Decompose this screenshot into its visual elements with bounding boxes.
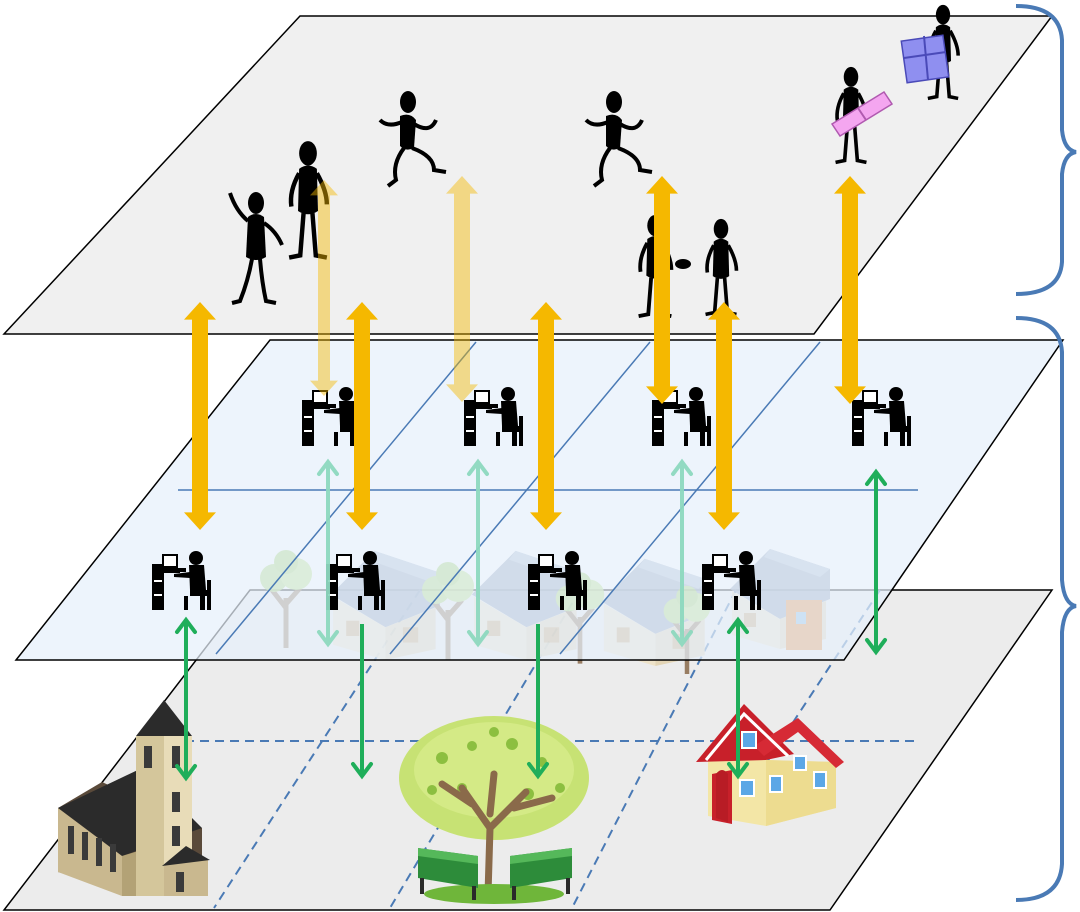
social-cyber-arrow — [834, 176, 866, 404]
cyber-physical-arrow — [527, 624, 549, 780]
bench-left-icon — [418, 848, 478, 900]
cyber-cyber-arrow — [467, 458, 489, 648]
social-plane — [2, 15, 1054, 335]
bench-right-icon — [510, 848, 572, 900]
person-carrying-gift-icon — [830, 66, 894, 165]
people-handshake-icon — [636, 214, 739, 319]
social-cyber-arrow — [708, 302, 740, 530]
cyber-cyber-arrow — [671, 458, 693, 648]
social-brace — [1015, 4, 1077, 296]
social-layer — [2, 4, 1054, 335]
social-cyber-arrow — [310, 180, 338, 396]
cyber-physical-arrow — [175, 616, 197, 782]
cyber-physical-arrows — [175, 468, 887, 782]
cyber-physical-arrow — [351, 624, 373, 780]
park-tree-benches-icon — [399, 716, 589, 904]
social-cyber-arrow — [530, 302, 562, 530]
cyber-physical-arrow — [865, 468, 887, 656]
cyber-physical-brace — [1015, 316, 1077, 902]
cyber-cyber-arrows — [317, 458, 693, 648]
cyber-physical-arrow — [727, 616, 749, 780]
social-cyber-arrows — [184, 176, 866, 530]
church-icon — [58, 700, 210, 896]
social-cyber-arrow — [646, 176, 678, 404]
person-carrying-box-icon — [900, 4, 960, 101]
social-cyber-arrow — [346, 302, 378, 530]
cyber-cyber-arrow — [317, 458, 339, 648]
social-cyber-arrow — [446, 176, 478, 402]
social-cyber-arrow — [184, 302, 216, 530]
physical-layer — [2, 589, 1054, 911]
house-icon — [696, 704, 844, 826]
